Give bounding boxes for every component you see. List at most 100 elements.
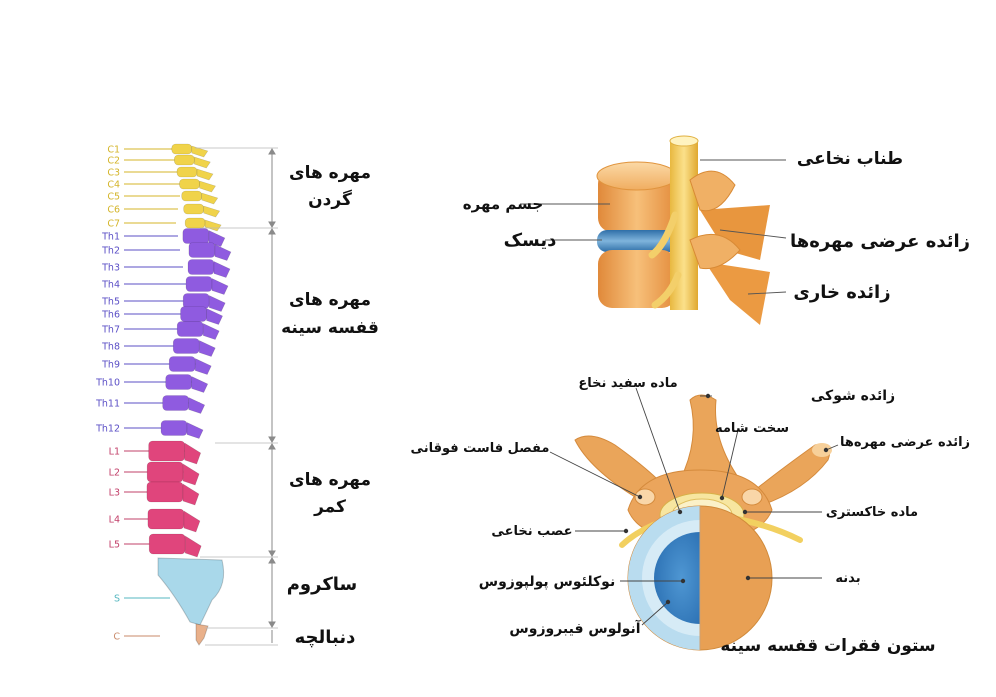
vertebra-label: Th3 xyxy=(101,263,120,274)
region-cervical-line2: گردن xyxy=(308,189,352,210)
transverse-process-lower xyxy=(689,233,741,270)
vertebra-body xyxy=(184,217,206,229)
label-spinous-process: زائده خاری xyxy=(793,282,890,303)
region-separators xyxy=(195,147,278,646)
vertebra-body xyxy=(188,242,216,258)
vertebra-cross-section: ماده سفید نخاع زائده شوکی سخت شامه زائده… xyxy=(411,376,970,656)
vertebra-label: Th6 xyxy=(101,310,120,321)
nucleus-pulposus xyxy=(654,532,700,624)
vertebra-body xyxy=(148,440,185,462)
vertebra-body xyxy=(147,508,185,530)
vertebra-body xyxy=(185,276,213,292)
vertebra-body xyxy=(168,356,196,372)
vertebra-body xyxy=(148,533,186,555)
vertebra-label: C1 xyxy=(107,145,120,156)
cross-spinous-process xyxy=(679,394,741,481)
vertebra-label: C4 xyxy=(107,180,120,191)
sacrum xyxy=(157,557,225,626)
vertebra-body xyxy=(172,338,200,354)
region-brackets xyxy=(268,148,276,643)
vertebra-process xyxy=(208,295,226,312)
vertebra-process xyxy=(202,323,220,340)
label-transverse-process: زائده عرضی مهره‌ها xyxy=(790,231,970,252)
vertebra-label: Th10 xyxy=(95,378,120,389)
vertebra-label: Th7 xyxy=(101,325,120,336)
transverse-process-upper xyxy=(689,170,736,212)
vertebra-process xyxy=(196,168,214,181)
vertebra-body xyxy=(179,178,200,190)
spine-bones xyxy=(146,143,232,646)
vertebra-process xyxy=(184,442,202,465)
vertebra-label: C5 xyxy=(107,192,120,203)
vertebra-body xyxy=(146,461,184,483)
vertebra-label: Th12 xyxy=(95,424,120,435)
vertebra-process xyxy=(191,145,209,158)
label-white-matter: ماده سفید نخاع xyxy=(578,376,677,391)
vertebra-label: Th8 xyxy=(101,342,120,353)
vertebra-label: C xyxy=(113,632,120,643)
vertebra-label: Th2 xyxy=(101,246,120,257)
vertebra-body xyxy=(171,143,193,155)
vertebra-label: S xyxy=(114,594,120,605)
vertebra-process xyxy=(208,230,226,247)
vertebra-process xyxy=(188,397,206,414)
label-spinal-cord: طناب نخاعی xyxy=(797,149,903,169)
vertebra-body xyxy=(182,228,210,244)
vertebral-body-lower xyxy=(598,250,676,308)
vertebra-body xyxy=(162,395,189,411)
spinous-process-upper xyxy=(700,205,770,260)
nerve-root-upper xyxy=(648,211,679,259)
vertebra-side-view: طناب نخاعی جسم مهره دیسک زائده عرضی مهره… xyxy=(463,135,970,325)
vertebra-process xyxy=(214,244,232,261)
spine-illustration: C1C2C3C4C5C6C7Th1Th2Th3Th4Th5Th6Th7Th8Th… xyxy=(95,143,379,648)
vertebra-label: L3 xyxy=(109,488,120,499)
label-spinal-nerve: عصب نخاعی xyxy=(491,524,572,539)
vertebra-label: Th4 xyxy=(101,280,120,291)
spinal-cord-top xyxy=(669,135,699,147)
vertebra-process xyxy=(182,483,200,506)
label-spinous-process-cross: زائده شوکی xyxy=(811,388,895,404)
vertebra-body xyxy=(146,481,184,503)
region-sacrum: ساکروم xyxy=(287,574,358,595)
region-thoracic-line2: قفسه سینه xyxy=(281,318,379,338)
region-lumbar-line2: کمر xyxy=(313,497,346,517)
vertebra-process xyxy=(183,510,201,533)
vertebra-process xyxy=(211,278,229,295)
region-coccyx: دنبالچه xyxy=(295,627,356,648)
caption-thoracic-spine: ستون فقرات قفسه سینه xyxy=(720,636,935,656)
vertebra-label: Th5 xyxy=(101,297,120,308)
vertebra-process xyxy=(201,192,219,205)
region-cervical-line1: مهره های xyxy=(289,163,371,183)
vertebra-body xyxy=(176,166,198,178)
vertebra-labels: C1C2C3C4C5C6C7Th1Th2Th3Th4Th5Th6Th7Th8Th… xyxy=(95,145,201,643)
vertebra-label: Th1 xyxy=(101,232,120,243)
vertebra-process xyxy=(213,261,231,278)
vertebra-label: C7 xyxy=(107,219,120,230)
vertebra-label: Th9 xyxy=(101,360,120,371)
vertebra-process xyxy=(184,535,202,558)
vertebra-process xyxy=(182,463,200,486)
vertebra-process xyxy=(206,308,223,325)
cross-facet xyxy=(634,488,656,506)
vertebra-process xyxy=(194,156,211,169)
vertebra-body xyxy=(181,190,203,202)
vertebra-body xyxy=(176,321,204,337)
label-nucleus-pulposus: نوکلئوس پولپوزوس xyxy=(479,574,615,590)
vertebra-body xyxy=(183,203,204,215)
vertebra-body xyxy=(174,154,195,166)
label-facet-joint: مفصل فاست فوقانی xyxy=(411,441,550,456)
label-vertebral-body: جسم مهره xyxy=(463,195,543,213)
vertebra-body xyxy=(187,259,215,275)
coccyx xyxy=(195,623,209,646)
label-annulus-fibrosus: آنولوس فیبروزوس xyxy=(509,619,641,637)
label-dura-mater: سخت شامه xyxy=(715,421,789,436)
vertebra-process xyxy=(199,180,216,193)
vertebra-body xyxy=(180,306,207,322)
label-body: بدنه xyxy=(835,571,860,586)
vertebra-label: C6 xyxy=(107,205,120,216)
vertebra-label: L5 xyxy=(109,540,120,551)
vertebra-label: Th11 xyxy=(95,399,120,410)
vertebra-body xyxy=(165,374,193,390)
spinous-process-lower xyxy=(705,262,770,325)
